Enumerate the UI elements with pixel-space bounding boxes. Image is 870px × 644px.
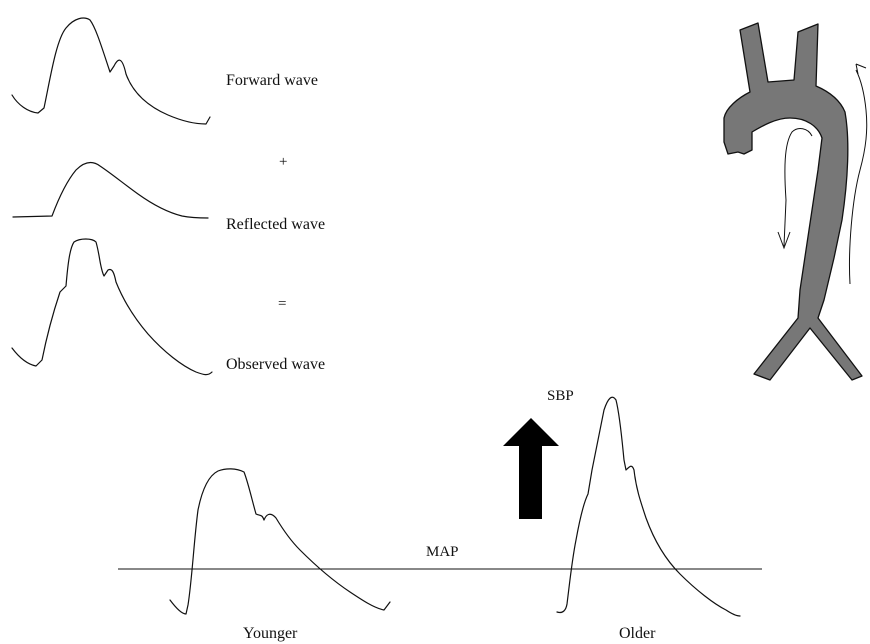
younger-label: Younger bbox=[243, 625, 298, 642]
older-label: Older bbox=[619, 625, 656, 642]
sbp-label: SBP bbox=[547, 388, 574, 404]
younger-wave-curve bbox=[169, 468, 391, 615]
flow-arrow-inner bbox=[783, 128, 813, 247]
reflected-wave-label: Reflected wave bbox=[226, 216, 326, 233]
aorta-shape bbox=[723, 22, 863, 381]
forward-wave-curve bbox=[11, 17, 211, 125]
flow-arrowhead-outer bbox=[855, 63, 867, 75]
map-label: MAP bbox=[426, 544, 459, 560]
observed-wave-label: Observed wave bbox=[226, 356, 326, 373]
equals-sign: = bbox=[278, 296, 287, 312]
flow-arrowhead-inner bbox=[777, 231, 791, 250]
plus-sign: + bbox=[279, 154, 288, 170]
sbp-up-arrow bbox=[503, 418, 559, 519]
flow-arrow-outer bbox=[848, 69, 868, 285]
observed-wave-curve bbox=[11, 238, 213, 376]
reflected-wave-curve bbox=[12, 161, 209, 219]
forward-wave-label: Forward wave bbox=[226, 72, 318, 89]
older-wave-curve bbox=[556, 396, 741, 617]
